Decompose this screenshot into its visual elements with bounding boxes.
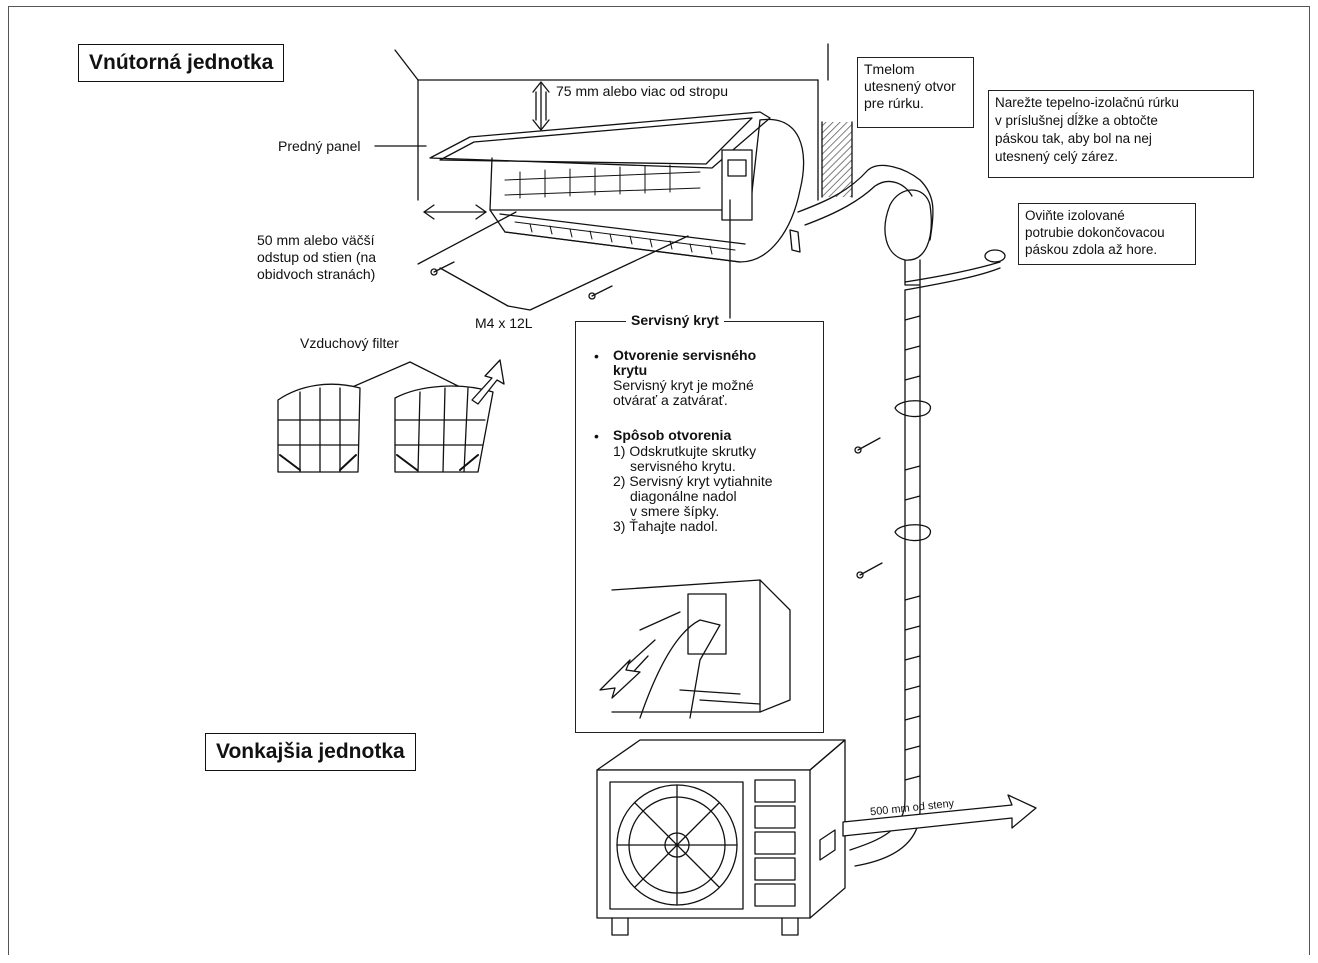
wall-distance-arrow bbox=[842, 794, 1037, 837]
insulation-tube-note: Narežte tepelno-izolačnú rúrku v prísluš… bbox=[988, 90, 1254, 178]
step-2-line3: v smere šípky. bbox=[630, 503, 720, 519]
putty-note-line1: Tmelom bbox=[864, 61, 915, 77]
step-2-line2: diagonálne nadol bbox=[630, 488, 737, 504]
step-1-line2: servisného krytu. bbox=[630, 458, 736, 474]
opening-section: Otvorenie servisného krytu Servisný kryt… bbox=[613, 348, 756, 408]
insulation-note-line4: utesnený celý zárez. bbox=[995, 149, 1119, 164]
step-3: 3) Ťahajte nadol. bbox=[613, 519, 718, 534]
wrap-note-line1: Oviňte izolované bbox=[1025, 208, 1125, 223]
insulation-note-line1: Narežte tepelno-izolačnú rúrku bbox=[995, 95, 1179, 110]
step-2: 2) Servisný kryt vytiahnite diagonálne n… bbox=[613, 474, 773, 519]
insulation-note-line3: páskou tak, aby bol na nej bbox=[995, 131, 1152, 146]
wrap-note-line3: páskou zdola až hore. bbox=[1025, 242, 1158, 257]
outdoor-unit-title: Vonkajšia jednotka bbox=[205, 733, 416, 771]
front-panel-label: Predný panel bbox=[278, 138, 361, 154]
ceiling-gap-label: 75 mm alebo viac od stropu bbox=[556, 83, 728, 99]
screw-leader-2 bbox=[439, 267, 509, 307]
wrap-note-line2: potrubie dokončovacou bbox=[1025, 225, 1165, 240]
step-3-line1: 3) Ťahajte nadol. bbox=[613, 518, 719, 534]
side-gap-arrow bbox=[423, 204, 487, 220]
screw-leader bbox=[507, 235, 689, 311]
ceiling-line bbox=[394, 49, 419, 81]
putty-note: Tmelom utesnený otvor pre rúrku. bbox=[857, 57, 974, 128]
air-filter-drawing bbox=[277, 361, 494, 473]
insulation-note-line2: v príslušnej dĺžke a obtočte bbox=[995, 113, 1158, 128]
opening-heading-line1: Otvorenie servisného bbox=[613, 347, 757, 363]
screw-size-label: M4 x 12L bbox=[475, 315, 533, 331]
diagram-frame bbox=[8, 6, 1310, 955]
wrap-tape-note: Oviňte izolované potrubie dokončovacou p… bbox=[1018, 203, 1196, 265]
opening-text-line2: otvárať a zatvárať. bbox=[613, 392, 728, 408]
filter-insert-arrow bbox=[471, 359, 505, 405]
step-2-line1: 2) Servisný kryt vytiahnite bbox=[613, 473, 773, 489]
indoor-unit-title: Vnútorná jednotka bbox=[78, 44, 285, 82]
service-cover-panel: Servisný kryt • Otvorenie servisného kry… bbox=[575, 312, 824, 733]
wall-gap-label-line1: 50 mm alebo väčší bbox=[257, 232, 375, 248]
service-cover-inset-drawing bbox=[599, 579, 791, 719]
indoor-unit-drawing bbox=[429, 111, 853, 263]
piping-drawing bbox=[797, 164, 1006, 867]
step-1: 1) Odskrutkujte skrutky servisného krytu… bbox=[613, 444, 756, 474]
screw-icons bbox=[430, 261, 883, 579]
bullet-opening: • bbox=[594, 348, 599, 364]
service-cover-title: Servisný kryt bbox=[626, 312, 724, 329]
air-filter-label: Vzduchový filter bbox=[300, 335, 399, 351]
wall-gap-label-line2: odstup od stien (na bbox=[257, 249, 377, 265]
opening-text-line1: Servisný kryt je možné bbox=[613, 377, 754, 393]
ceiling-gap-arrow bbox=[532, 81, 550, 131]
bullet-method: • bbox=[594, 428, 599, 444]
putty-note-line2: utesnený otvor bbox=[864, 78, 956, 94]
wall-gap-leader bbox=[417, 211, 517, 265]
opening-heading-line2: krytu bbox=[613, 362, 648, 378]
method-heading: Spôsob otvorenia bbox=[613, 427, 732, 443]
step-1-line1: 1) Odskrutkujte skrutky bbox=[613, 443, 757, 459]
outdoor-unit-drawing bbox=[596, 739, 846, 936]
putty-note-line3: pre rúrku. bbox=[864, 95, 924, 111]
wall-gap-label-line3: obidvoch stranách) bbox=[257, 266, 376, 282]
method-heading-wrap: Spôsob otvorenia bbox=[613, 428, 731, 443]
